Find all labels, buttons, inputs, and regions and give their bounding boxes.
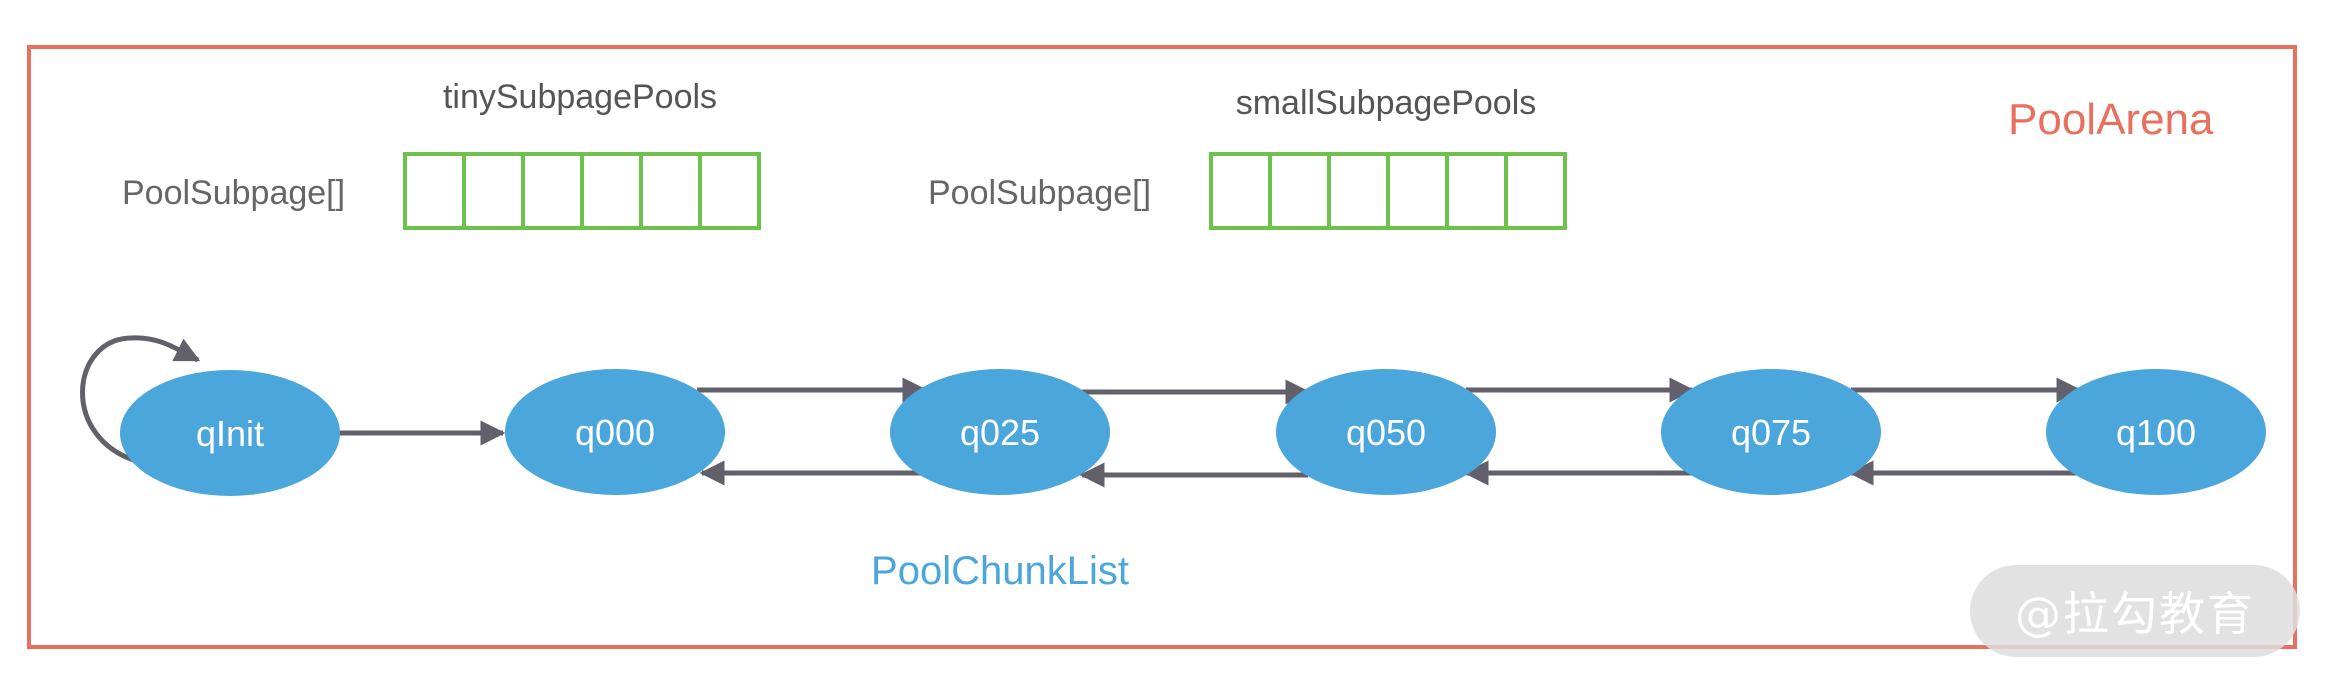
node-q100-label: q100 — [2116, 412, 2196, 453]
tiny-subpage-slot — [403, 152, 466, 230]
node-q025-label: q025 — [960, 412, 1040, 453]
node-q000-label: q000 — [575, 412, 655, 453]
node-q025: q025 — [890, 369, 1110, 495]
small-subpage-slot — [1445, 152, 1508, 230]
tiny-subpage-slot — [639, 152, 702, 230]
watermark: @拉勾教育 — [1970, 565, 2300, 657]
node-q075-label: q075 — [1731, 412, 1811, 453]
node-q050: q050 — [1276, 369, 1496, 495]
small-subpage-pools-title: smallSubpagePools — [1236, 84, 1537, 122]
pool-arena-title: PoolArena — [2008, 95, 2214, 144]
node-qinit: qInit — [120, 370, 340, 496]
small-subpage-slot — [1209, 152, 1272, 230]
tiny-subpage-slot — [580, 152, 643, 230]
small-subpage-slot — [1268, 152, 1331, 230]
node-q050-label: q050 — [1346, 412, 1426, 453]
tiny-subpage-slot — [698, 152, 761, 230]
watermark-text: @拉勾教育 — [2015, 587, 2255, 641]
node-q100: q100 — [2046, 369, 2266, 495]
tiny-subpage-pools-title: tinySubpagePools — [443, 78, 717, 116]
tiny-subpage-array — [403, 152, 761, 230]
pool-chunk-list-label: PoolChunkList — [871, 549, 1129, 593]
tiny-subpage-slot — [462, 152, 525, 230]
small-subpage-slot — [1386, 152, 1449, 230]
small-subpage-array-label: PoolSubpage[] — [928, 174, 1151, 212]
tiny-subpage-slot — [521, 152, 584, 230]
small-subpage-slot — [1327, 152, 1390, 230]
qinit-self-loop-arrow — [80, 335, 201, 465]
pool-arena-frame — [27, 45, 2297, 649]
node-q000: q000 — [505, 369, 725, 495]
small-subpage-slot — [1504, 152, 1567, 230]
chunk-list-nodes: qInit q000 q025 q050 q075 q100 — [120, 369, 2266, 496]
chunk-list-links — [80, 335, 2082, 488]
tiny-subpage-array-label: PoolSubpage[] — [122, 174, 345, 212]
small-subpage-array — [1209, 152, 1567, 230]
node-qinit-label: qInit — [196, 413, 264, 454]
node-q075: q075 — [1661, 369, 1881, 495]
